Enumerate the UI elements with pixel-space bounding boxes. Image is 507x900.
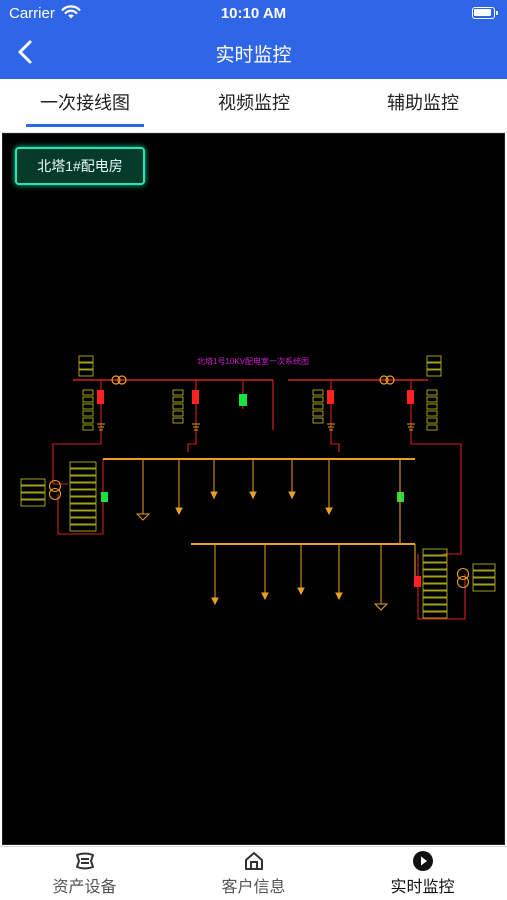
outgoing-breaker-2[interactable] <box>327 390 334 404</box>
diagram-viewport[interactable]: 北塔1号10KV配电室一次系统图 <box>2 133 505 845</box>
bus-tie-breaker[interactable] <box>239 394 247 406</box>
room-selector-badge[interactable]: 北塔1#配电房 <box>15 147 145 185</box>
nav-label-customers: 客户信息 <box>221 879 286 896</box>
tab-video-monitoring[interactable]: 视频监控 <box>218 93 290 113</box>
status-bar: Carrier 10:10 AM <box>0 0 507 28</box>
incoming-breaker-2[interactable] <box>407 390 414 404</box>
transformer-info-boxes <box>20 461 496 619</box>
single-line-diagram: 北塔1号10KV配电室一次系统图 <box>20 355 496 620</box>
tab-auxiliary-monitoring[interactable]: 辅助监控 <box>387 93 459 113</box>
tab-bar: 一次接线图 视频监控 辅助监控 <box>0 79 507 133</box>
lv-main-breaker-2[interactable] <box>414 576 421 587</box>
play-icon <box>413 851 433 871</box>
battery-icon <box>472 7 498 19</box>
feeders-bus-1 <box>135 459 333 521</box>
nav-label-monitoring: 实时监控 <box>390 879 455 896</box>
nav-realtime-monitoring[interactable]: 实时监控 <box>338 847 507 900</box>
transformer-1-icon <box>48 479 62 501</box>
nav-label-assets: 资产设备 <box>52 879 117 896</box>
lv-main-breaker-1[interactable] <box>101 492 108 502</box>
bottom-navigation: 资产设备 客户信息 实时监控 <box>0 846 507 900</box>
incoming-breaker-1[interactable] <box>97 390 104 404</box>
nav-customer-info[interactable]: 客户信息 <box>169 847 338 900</box>
feeders-bus-2 <box>211 544 389 611</box>
nav-asset-equipment[interactable]: 资产设备 <box>0 847 169 900</box>
active-tab-indicator <box>26 124 144 127</box>
asset-icon <box>76 852 94 870</box>
wifi-icon <box>61 5 81 19</box>
back-arrow-icon[interactable] <box>14 38 38 66</box>
app-header: Carrier 10:10 AM 实时监控 <box>0 0 507 79</box>
page-title: 实时监控 <box>215 45 292 66</box>
measurement-panels-top <box>78 355 442 431</box>
status-time: 10:10 AM <box>220 5 287 22</box>
pt-transformer-right <box>379 375 395 385</box>
diagram-title: 北塔1号10KV配电室一次系统图 <box>197 356 309 366</box>
transformer-2-icon <box>456 567 470 589</box>
pt-transformer-left <box>111 375 127 385</box>
home-icon <box>245 852 263 870</box>
carrier-label: Carrier <box>9 5 55 22</box>
outgoing-breaker-1[interactable] <box>192 390 199 404</box>
tab-wiring-diagram[interactable]: 一次接线图 <box>40 93 130 113</box>
